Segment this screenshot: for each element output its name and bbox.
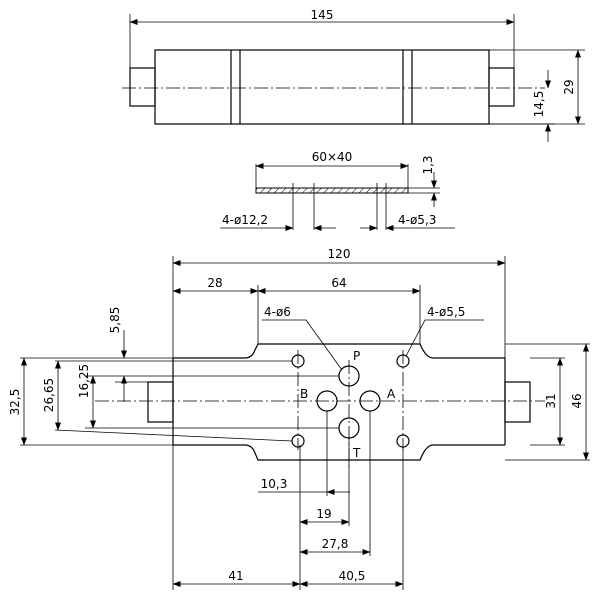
plan-view: P B A T 120 28 64 4-ø6 4-ø5,5 5,85 (8, 247, 590, 590)
dim-32-5-label: 32,5 (8, 389, 22, 416)
port-a-label: A (387, 387, 396, 401)
leader-4-d6 (262, 319, 343, 371)
side-view-body (154, 49, 490, 125)
side-view-right-coil-nut (488, 67, 515, 107)
leader-4-d5-5 (405, 319, 484, 357)
dim-19-label: 19 (316, 507, 331, 521)
plan-left-coil-nut (147, 381, 174, 423)
callout-4-d5-5-label: 4-ø5,5 (427, 305, 465, 319)
gasket-section: 60×40 1,3 4-ø12,2 4-ø5,3 (220, 150, 455, 231)
dim-29-label: 29 (562, 79, 576, 94)
dim-28-label: 28 (207, 276, 222, 290)
dim-120-label: 120 (328, 247, 351, 261)
dim-1-3-label: 1,3 (421, 155, 435, 174)
port-b-label: B (300, 387, 308, 401)
dim-16-25-label: 16,25 (77, 364, 91, 398)
dim-41-label: 41 (228, 569, 243, 583)
dim-60x40-label: 60×40 (312, 150, 353, 164)
side-view-left-coil-nut (129, 67, 156, 107)
dim-10-3-label: 10,3 (261, 477, 288, 491)
port-t-label: T (352, 446, 361, 460)
side-view: 145 29 14,5 (122, 8, 585, 142)
callout-4-d6-label: 4-ø6 (264, 305, 291, 319)
dim-14-5-label: 14,5 (532, 91, 546, 118)
dim-5-85-label: 5,85 (108, 307, 122, 334)
port-p-label: P (353, 349, 360, 363)
dim-5-3-label: 4-ø5,3 (398, 213, 436, 227)
dim-64-label: 64 (331, 276, 346, 290)
dim-27-8-label: 27,8 (322, 537, 349, 551)
dim-26-65-label: 26,65 (42, 378, 56, 412)
mount-hole-top-right (396, 354, 410, 368)
dim-145-label: 145 (311, 8, 334, 22)
dim-31-label: 31 (544, 393, 558, 408)
dim-40-5-label: 40,5 (339, 569, 366, 583)
plan-right-coil-nut (504, 381, 531, 423)
dim-12-2-label: 4-ø12,2 (222, 213, 268, 227)
gasket-plate (255, 187, 409, 194)
dim-46-label: 46 (570, 393, 584, 408)
